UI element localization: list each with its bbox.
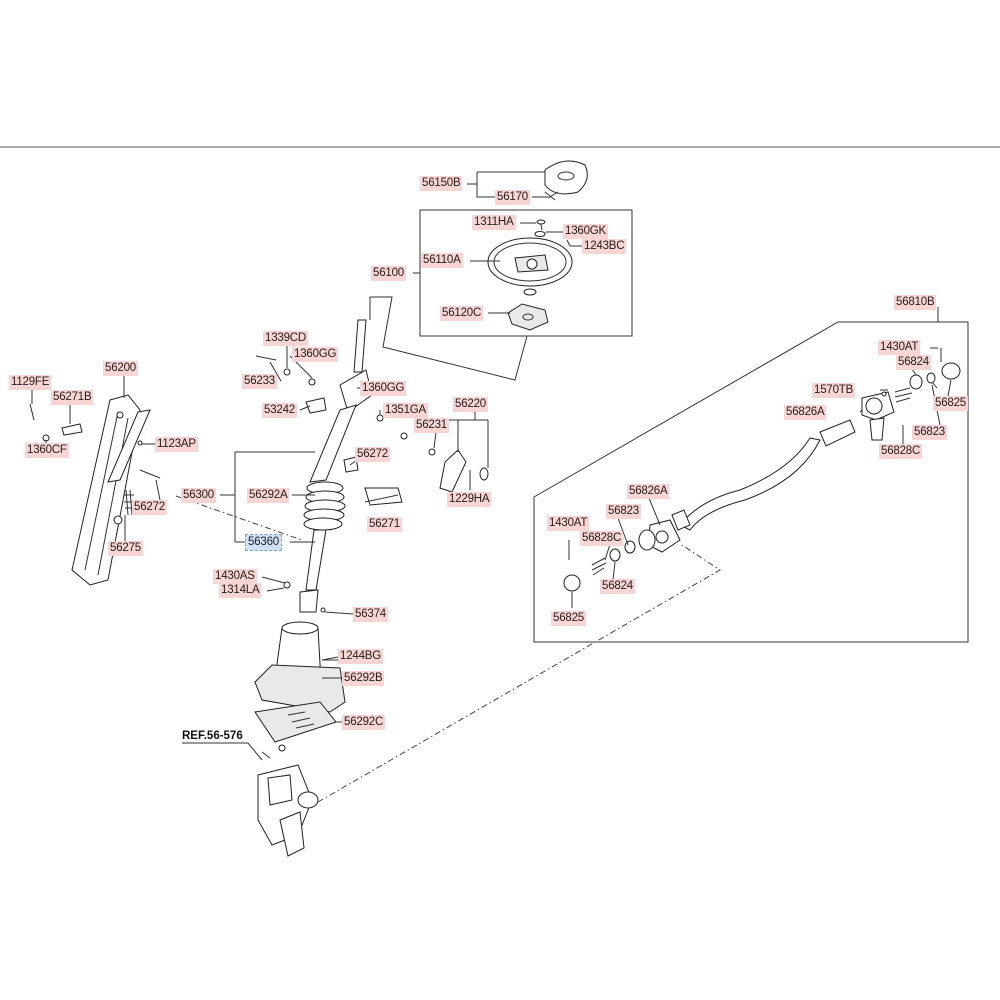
shift-mechanism-part[interactable] <box>257 744 319 857</box>
shift-plate-part[interactable] <box>254 701 337 743</box>
part-label-56271[interactable]: 56271 <box>367 517 402 532</box>
lower-shaft-part[interactable] <box>305 529 327 591</box>
column-tube-part[interactable] <box>309 404 357 483</box>
steering-column-group <box>255 319 408 613</box>
part-label-56828C-left[interactable]: 56828C <box>580 531 624 546</box>
horn-cover-part[interactable] <box>544 160 588 195</box>
part-label-1430AS[interactable]: 1430AS <box>213 569 257 584</box>
part-label-56292C[interactable]: 56292C <box>342 715 386 730</box>
part-label-56810B[interactable]: 56810B <box>894 295 937 310</box>
part-label-1314LA[interactable]: 1314LA <box>219 583 262 598</box>
part-label-1360CF[interactable]: 1360CF <box>25 443 69 458</box>
part-label-56823-right[interactable]: 56823 <box>912 425 947 440</box>
part-label-56200[interactable]: 56200 <box>103 361 138 376</box>
part-label-56150B[interactable]: 56150B <box>420 176 463 191</box>
part-label-1244BG[interactable]: 1244BG <box>338 649 383 664</box>
part-label-56100[interactable]: 56100 <box>371 266 406 281</box>
part-label-1360GG-upper[interactable]: 1360GG <box>292 347 339 362</box>
part-label-56220[interactable]: 56220 <box>453 397 488 412</box>
wheel-plate-part[interactable] <box>507 303 549 331</box>
part-label-56292A[interactable]: 56292A <box>247 488 290 503</box>
part-label-56824-right[interactable]: 56824 <box>896 355 931 370</box>
part-label-1339CD[interactable]: 1339CD <box>263 331 308 346</box>
part-label-56110A[interactable]: 56110A <box>421 253 463 268</box>
part-label-56826A-right[interactable]: 56826A <box>784 405 827 420</box>
leader-lines <box>31 171 952 761</box>
part-label-56825-right[interactable]: 56825 <box>933 396 968 411</box>
part-label-1311HA[interactable]: 1311HA <box>472 215 516 230</box>
part-label-56272-column[interactable]: 56272 <box>355 447 390 462</box>
part-label-56292B[interactable]: 56292B <box>342 671 385 686</box>
part-label-56374[interactable]: 56374 <box>353 607 388 622</box>
part-label-56271B[interactable]: 56271B <box>51 390 94 405</box>
part-label-56825-left[interactable]: 56825 <box>551 611 586 626</box>
part-label-56824-left[interactable]: 56824 <box>600 579 635 594</box>
part-label-1430AT-left[interactable]: 1430AT <box>547 516 590 531</box>
bracket-56271-part[interactable] <box>364 487 403 506</box>
part-label-1123AP[interactable]: 1123AP <box>155 437 198 452</box>
part-label-56233[interactable]: 56233 <box>242 374 277 389</box>
part-label-56828C-right[interactable]: 56828C <box>879 444 923 459</box>
dashed-connectors <box>175 495 721 803</box>
boot-bellows-part[interactable] <box>303 481 346 531</box>
part-label-56120C[interactable]: 56120C <box>440 306 484 321</box>
part-label-56300[interactable]: 56300 <box>181 488 216 503</box>
part-label-56231[interactable]: 56231 <box>414 418 449 433</box>
part-label-1360GK[interactable]: 1360GK <box>563 224 608 239</box>
part-label-56170[interactable]: 56170 <box>495 190 530 205</box>
bracket-56200-part[interactable] <box>29 394 161 586</box>
part-label-56275[interactable]: 56275 <box>108 541 143 556</box>
steering-wheel-group <box>369 160 633 381</box>
part-label-1351GA[interactable]: 1351GA <box>383 403 428 418</box>
part-label-56826A-left[interactable]: 56826A <box>627 484 670 499</box>
part-label-56360[interactable]: 56360 <box>245 534 282 551</box>
shift-cable-part[interactable] <box>679 437 821 531</box>
part-label-1243BC[interactable]: 1243BC <box>582 239 627 254</box>
part-label-1360GG-lower[interactable]: 1360GG <box>360 381 407 396</box>
part-label-1129FE[interactable]: 1129FE <box>9 375 52 390</box>
part-label-1229HA[interactable]: 1229HA <box>447 492 492 507</box>
part-label-56823-left[interactable]: 56823 <box>606 504 641 519</box>
shift-cable-group <box>533 307 969 643</box>
part-label-53242[interactable]: 53242 <box>262 403 297 418</box>
part-label-1430AT-right[interactable]: 1430AT <box>878 340 921 355</box>
boot-base-part[interactable] <box>254 664 346 713</box>
reference-label[interactable]: REF.56-576 <box>182 730 243 742</box>
lever-56220-part[interactable] <box>428 419 489 493</box>
part-label-56272-bracket[interactable]: 56272 <box>132 500 167 515</box>
part-label-1570TB[interactable]: 1570TB <box>812 383 856 398</box>
gear-boot-group <box>254 621 346 743</box>
